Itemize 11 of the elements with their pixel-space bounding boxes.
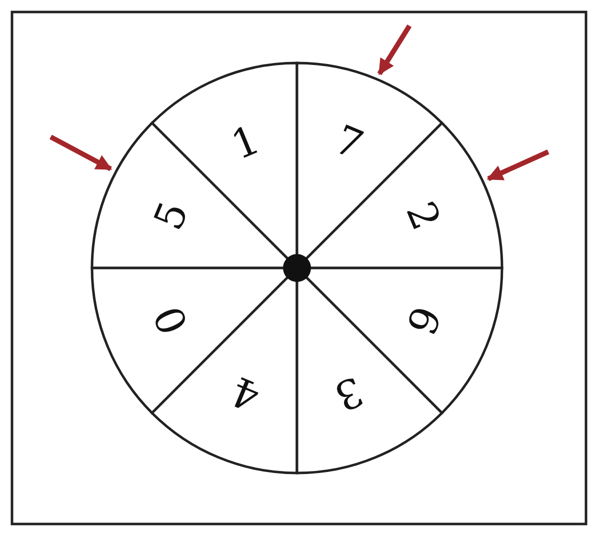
sector-number: 5 xyxy=(148,196,196,236)
sector-number: 6 xyxy=(398,300,446,340)
pointer-arrow xyxy=(486,150,550,182)
sector-number: 7 xyxy=(330,120,368,166)
sector-number: 2 xyxy=(398,196,446,236)
sector-number: 4 xyxy=(226,370,265,416)
sector-number: 1 xyxy=(226,120,265,166)
pointer-arrow xyxy=(377,24,412,76)
sector-number: 0 xyxy=(148,300,196,340)
pointer-arrow xyxy=(50,134,112,172)
sector-number: 3 xyxy=(330,370,368,416)
